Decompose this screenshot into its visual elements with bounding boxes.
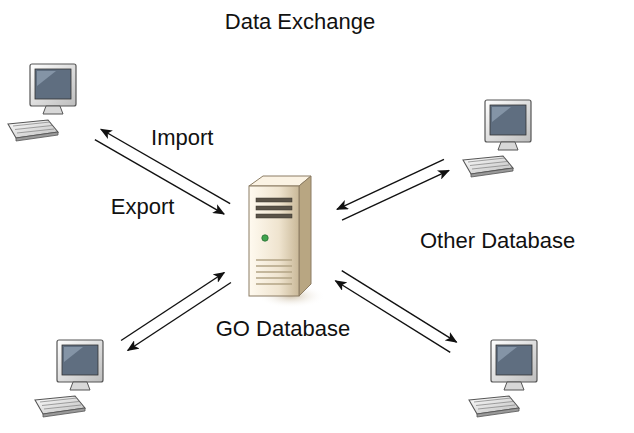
data-flow-arrow [337, 159, 444, 209]
computer-terminal [466, 338, 546, 422]
computer-terminal [460, 98, 540, 182]
computer-icon [6, 62, 84, 146]
edge-label: Export [109, 194, 177, 219]
data-flow-arrow [342, 271, 457, 343]
data-flow-arrow [128, 282, 231, 350]
edge-label: Import [149, 125, 215, 150]
computer-icon [33, 338, 111, 422]
database-server: GO Database [188, 172, 378, 342]
computer-terminal [5, 62, 85, 146]
annotation-label: Other Database [420, 228, 575, 254]
node-label: GO Database [188, 316, 378, 342]
server-icon [241, 172, 325, 310]
diagram-title: Data Exchange [0, 9, 600, 35]
data-flow-arrow [121, 272, 224, 340]
computer-icon [467, 338, 545, 422]
computer-icon [461, 98, 539, 182]
data-flow-arrow [335, 281, 450, 353]
data-flow-arrow [342, 170, 449, 220]
computer-terminal [32, 338, 112, 422]
